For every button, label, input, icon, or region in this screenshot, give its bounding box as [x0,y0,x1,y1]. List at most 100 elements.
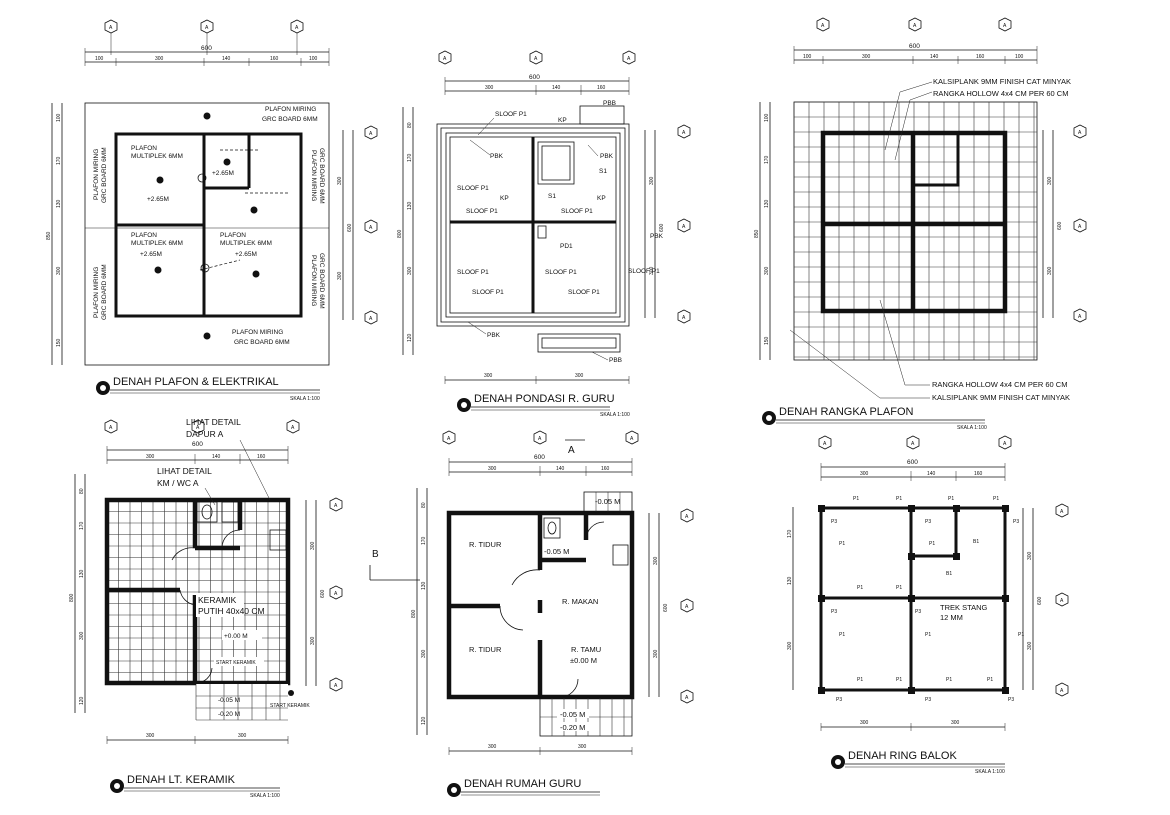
svg-text:A: A [334,683,338,689]
svg-text:A: A [682,315,686,321]
keramik-terrace [195,684,288,721]
svg-text:300: 300 [653,556,659,565]
svg-text:800: 800 [397,229,403,238]
svg-text:P3: P3 [1008,697,1014,703]
svg-text:300: 300 [146,454,155,460]
svg-text:170: 170 [787,529,793,538]
svg-text:300: 300 [155,56,164,62]
svg-text:850: 850 [754,229,760,238]
svg-text:P3: P3 [831,609,837,615]
svg-text:S1: S1 [599,168,607,175]
svg-text:A: A [443,56,447,62]
svg-text:PLAFON MIRING: PLAFON MIRING [310,150,317,201]
title-rumah: DENAH RUMAH GURU [447,778,600,797]
svg-text:150: 150 [764,336,770,345]
svg-text:A: A [205,25,209,31]
svg-text:PLAFON: PLAFON [220,232,246,239]
svg-text:PLAFON MIRING: PLAFON MIRING [93,149,100,200]
svg-text:KP: KP [597,195,606,202]
svg-text:KM / WC A: KM / WC A [157,478,199,488]
svg-text:+2.65M: +2.65M [140,251,162,258]
svg-text:300: 300 [238,733,247,739]
svg-text:A: A [1078,314,1082,320]
svg-text:600: 600 [534,454,545,461]
svg-text:PLAFON MIRING: PLAFON MIRING [265,106,316,113]
svg-text:KP: KP [558,117,567,124]
svg-text:-0.05 M: -0.05 M [218,697,240,704]
svg-text:P1: P1 [896,496,902,502]
svg-text:A: A [109,425,113,431]
svg-text:MULTIPLEK 6MM: MULTIPLEK 6MM [220,240,272,247]
svg-text:P1: P1 [896,677,902,683]
svg-text:130: 130 [787,576,793,585]
svg-text:A: A [682,130,686,136]
svg-text:SLOOF P1: SLOOF P1 [495,111,527,118]
svg-text:+2.65M: +2.65M [147,196,169,203]
dimension-left: 850 100 170 130 300 150 [754,102,771,360]
section-cut-a: A [568,445,575,456]
svg-text:300: 300 [1027,641,1033,650]
svg-text:140: 140 [927,471,936,477]
svg-text:A: A [538,436,542,442]
svg-text:150: 150 [56,338,62,347]
lamp-points [154,112,260,340]
svg-text:+2.65M: +2.65M [212,170,234,177]
svg-text:A: A [682,224,686,230]
svg-text:100: 100 [95,56,104,62]
title-keramik: DENAH LT. KERAMIK SKALA 1:100 [110,774,280,799]
rumah-labels: -0.05 M -0.05 M R. TIDUR R. MAKAN R. TID… [469,497,620,732]
svg-text:SLOOF P1: SLOOF P1 [466,208,498,215]
svg-text:300: 300 [787,641,793,650]
svg-text:PBK: PBK [487,332,501,339]
rangka-labels: KALSIPLANK 9MM FINISH CAT MINYAK RANGKA … [789,77,1071,402]
panel-plafon: A A A 600 100 300 140 160 100 [46,19,378,402]
dimension-right: 300 300 600 A A A [1042,124,1087,323]
svg-text:+0.00 M: +0.00 M [224,633,248,640]
svg-text:SKALA 1:100: SKALA 1:100 [957,425,987,431]
svg-text:A: A [369,131,373,137]
svg-text:160: 160 [976,54,985,60]
svg-text:300: 300 [56,266,62,275]
svg-text:300: 300 [860,471,869,477]
svg-text:SLOOF P1: SLOOF P1 [628,268,660,275]
svg-text:170: 170 [79,521,85,530]
svg-text:300: 300 [310,636,316,645]
svg-text:A: A [821,23,825,29]
svg-text:120: 120 [407,333,413,342]
svg-text:SKALA 1:100: SKALA 1:100 [975,769,1005,775]
svg-text:A: A [823,441,827,447]
svg-text:80: 80 [79,488,85,494]
svg-text:SLOOF P1: SLOOF P1 [545,269,577,276]
dimension-right: 300 300 600 A A A [1022,503,1069,697]
svg-text:120: 120 [421,716,427,725]
svg-text:DENAH PONDASI R. GURU: DENAH PONDASI R. GURU [474,393,615,405]
svg-text:P1: P1 [948,496,954,502]
svg-text:DENAH RING BALOK: DENAH RING BALOK [848,750,957,762]
svg-text:800: 800 [411,609,417,618]
svg-text:P1: P1 [993,496,999,502]
svg-text:160: 160 [270,56,279,62]
svg-text:P1: P1 [853,496,859,502]
svg-text:300: 300 [337,176,343,185]
svg-text:100: 100 [1015,54,1024,60]
panel-keramik: A A A 600 300 140 160 800 80 170 130 300… [69,417,343,799]
svg-text:START KERAMIK: START KERAMIK [216,660,256,666]
svg-text:600: 600 [1037,596,1043,605]
svg-text:SLOOF P1: SLOOF P1 [457,185,489,192]
svg-text:300: 300 [407,266,413,275]
svg-text:300: 300 [1047,176,1053,185]
svg-text:300: 300 [951,720,960,726]
svg-text:130: 130 [56,199,62,208]
svg-text:KALSIPLANK 9MM FINISH CAT MIN: KALSIPLANK 9MM FINISH CAT MINYAK [932,393,1070,402]
svg-text:300: 300 [860,720,869,726]
svg-text:130: 130 [407,201,413,210]
svg-text:300: 300 [862,54,871,60]
svg-text:GRC BOARD 6MM: GRC BOARD 6MM [234,339,290,346]
svg-text:850: 850 [46,231,52,240]
svg-text:300: 300 [488,744,497,750]
svg-text:P3: P3 [915,609,921,615]
rumah-walls [446,491,635,737]
svg-text:A: A [685,514,689,520]
svg-text:300: 300 [337,271,343,280]
svg-text:PLAFON MIRING: PLAFON MIRING [232,329,283,336]
